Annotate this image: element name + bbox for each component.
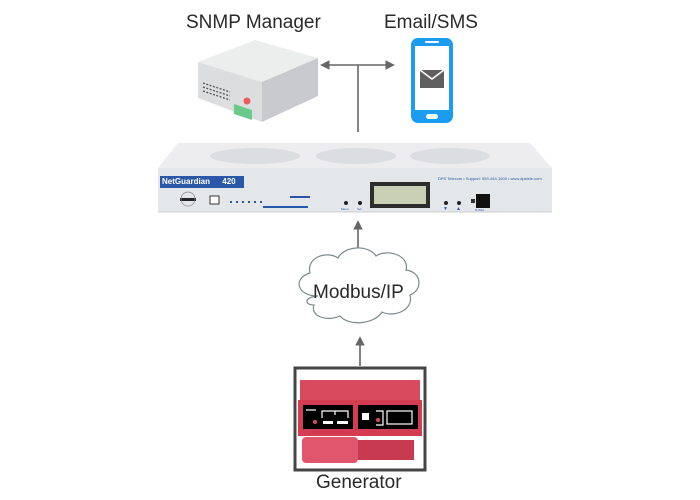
- port-label: D-Wire: [475, 208, 485, 212]
- vendor-text: DPS Telecom • Support: 559-454-1600 • ww…: [438, 176, 542, 181]
- email-sms-label: Email/SMS: [384, 12, 478, 33]
- down-arrow-icon: ▼: [443, 206, 448, 212]
- model-label: 420: [222, 177, 236, 186]
- generator-label: Generator: [316, 472, 402, 493]
- menu-button-label: Menu: [341, 207, 349, 211]
- sel-button-label: Sel: [357, 207, 362, 211]
- up-arrow-icon: ▲: [456, 206, 461, 212]
- network-label: Modbus/IP: [313, 282, 404, 303]
- brand-label: NetGuardian: [162, 177, 211, 186]
- brand-plate: NetGuardian 420: [162, 177, 236, 187]
- snmp-manager-label: SNMP Manager: [186, 12, 321, 33]
